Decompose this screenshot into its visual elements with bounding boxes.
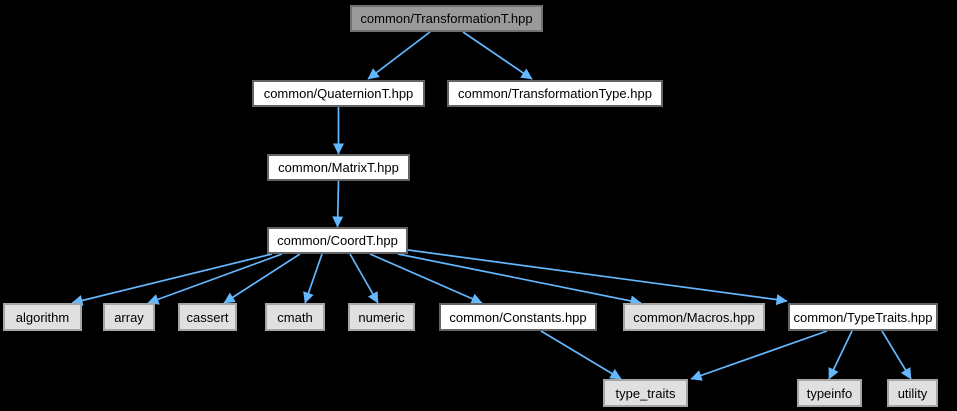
edge-transformationT-to-quaternionT bbox=[367, 31, 431, 80]
edge-coordT-to-typetraits bbox=[407, 249, 788, 306]
node-coordT[interactable]: common/CoordT.hpp bbox=[267, 227, 408, 254]
edge-coordT-to-constants bbox=[369, 253, 483, 304]
edge-typetraits-to-typeinfo bbox=[828, 330, 853, 380]
node-constants[interactable]: common/Constants.hpp bbox=[439, 303, 597, 331]
node-cassert[interactable]: cassert bbox=[178, 303, 237, 331]
edge-transformationT-to-transformationType bbox=[462, 31, 533, 80]
node-macros[interactable]: common/Macros.hpp bbox=[623, 303, 765, 331]
node-typeinfo[interactable]: typeinfo bbox=[797, 379, 862, 407]
node-utility[interactable]: utility bbox=[887, 379, 938, 407]
edge-coordT-to-algorithm bbox=[71, 253, 273, 306]
edge-coordT-to-macros bbox=[397, 253, 642, 307]
edge-matrixT-to-coordT bbox=[332, 180, 344, 228]
edge-typetraits-to-type_traits bbox=[690, 330, 828, 381]
node-transformationT[interactable]: common/TransformationT.hpp bbox=[350, 5, 543, 32]
node-transformationType[interactable]: common/TransformationType.hpp bbox=[447, 80, 663, 107]
node-quaternionT[interactable]: common/QuaternionT.hpp bbox=[252, 80, 425, 107]
node-typetraits[interactable]: common/TypeTraits.hpp bbox=[788, 303, 938, 331]
edge-typetraits-to-utility bbox=[881, 330, 912, 380]
edge-coordT-to-cmath bbox=[303, 253, 323, 304]
node-type_traits[interactable]: type_traits bbox=[603, 379, 688, 407]
node-numeric[interactable]: numeric bbox=[348, 303, 415, 331]
edge-coordT-to-array bbox=[147, 253, 283, 305]
edge-coordT-to-numeric bbox=[349, 253, 379, 304]
edge-constants-to-type_traits bbox=[540, 330, 622, 380]
node-matrixT[interactable]: common/MatrixT.hpp bbox=[267, 154, 410, 181]
node-algorithm[interactable]: algorithm bbox=[3, 303, 82, 331]
node-cmath[interactable]: cmath bbox=[265, 303, 325, 331]
edge-coordT-to-cassert bbox=[223, 253, 301, 304]
node-array[interactable]: array bbox=[103, 303, 155, 331]
